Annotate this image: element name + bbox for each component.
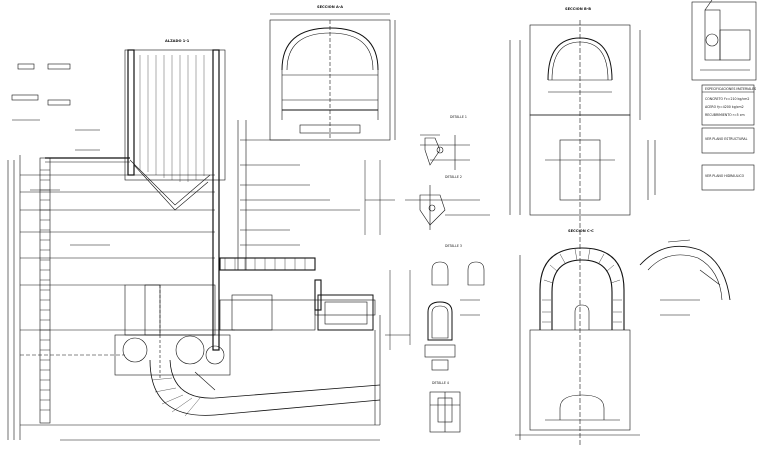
stamp-boxes [701,127,755,191]
detail-2-view [405,185,490,230]
detail-1-view [420,134,470,170]
title-section-top: SECCION A-A [317,5,343,9]
title-section-right: SECCION B-B [565,7,591,11]
title-elevation: ALZADO 1-1 [165,39,190,43]
note-line-2: ACERO fy=4200 kg/cm2 [705,105,744,109]
note-line-3: RECUBRIMIENTO r=5 cm [705,113,745,117]
tower-vertical-lines [139,55,205,182]
main-elevation-view [7,49,381,441]
key-plan-box [691,0,757,81]
right-rebar-band [224,258,306,270]
title-detail-2: DETALLE 2 [445,175,462,179]
title-arch-section: SECCION C-C [568,229,594,233]
notes-title: ESPECIFICACIONES MATERIALES [705,87,756,91]
note-line-1: CONCRETO f'c=210 kg/cm2 [705,97,749,101]
pipe-bend-hatch [151,377,201,417]
stamp-text-1: VER PLANO ESTRUCTURAL [705,137,748,141]
detail-3-view [424,261,485,371]
top-arch-section [269,13,396,141]
left-wall-rebar [40,169,50,411]
detail-4-view [429,391,461,433]
arch-rebar-marks [542,248,622,323]
section-cc-arch [515,247,640,440]
section-bb-view [509,20,656,445]
materials-notes-box [701,84,755,126]
title-detail-4: DETALLE 4 [432,381,449,385]
title-detail-3: DETALLE 3 [445,244,462,248]
title-detail-1: DETALLE 1 [450,115,467,119]
middle-dimension-lines [364,160,411,350]
stamp-text-2: VER PLANO HIDRAULICO [705,174,745,178]
arch-detail-curve [639,239,731,316]
